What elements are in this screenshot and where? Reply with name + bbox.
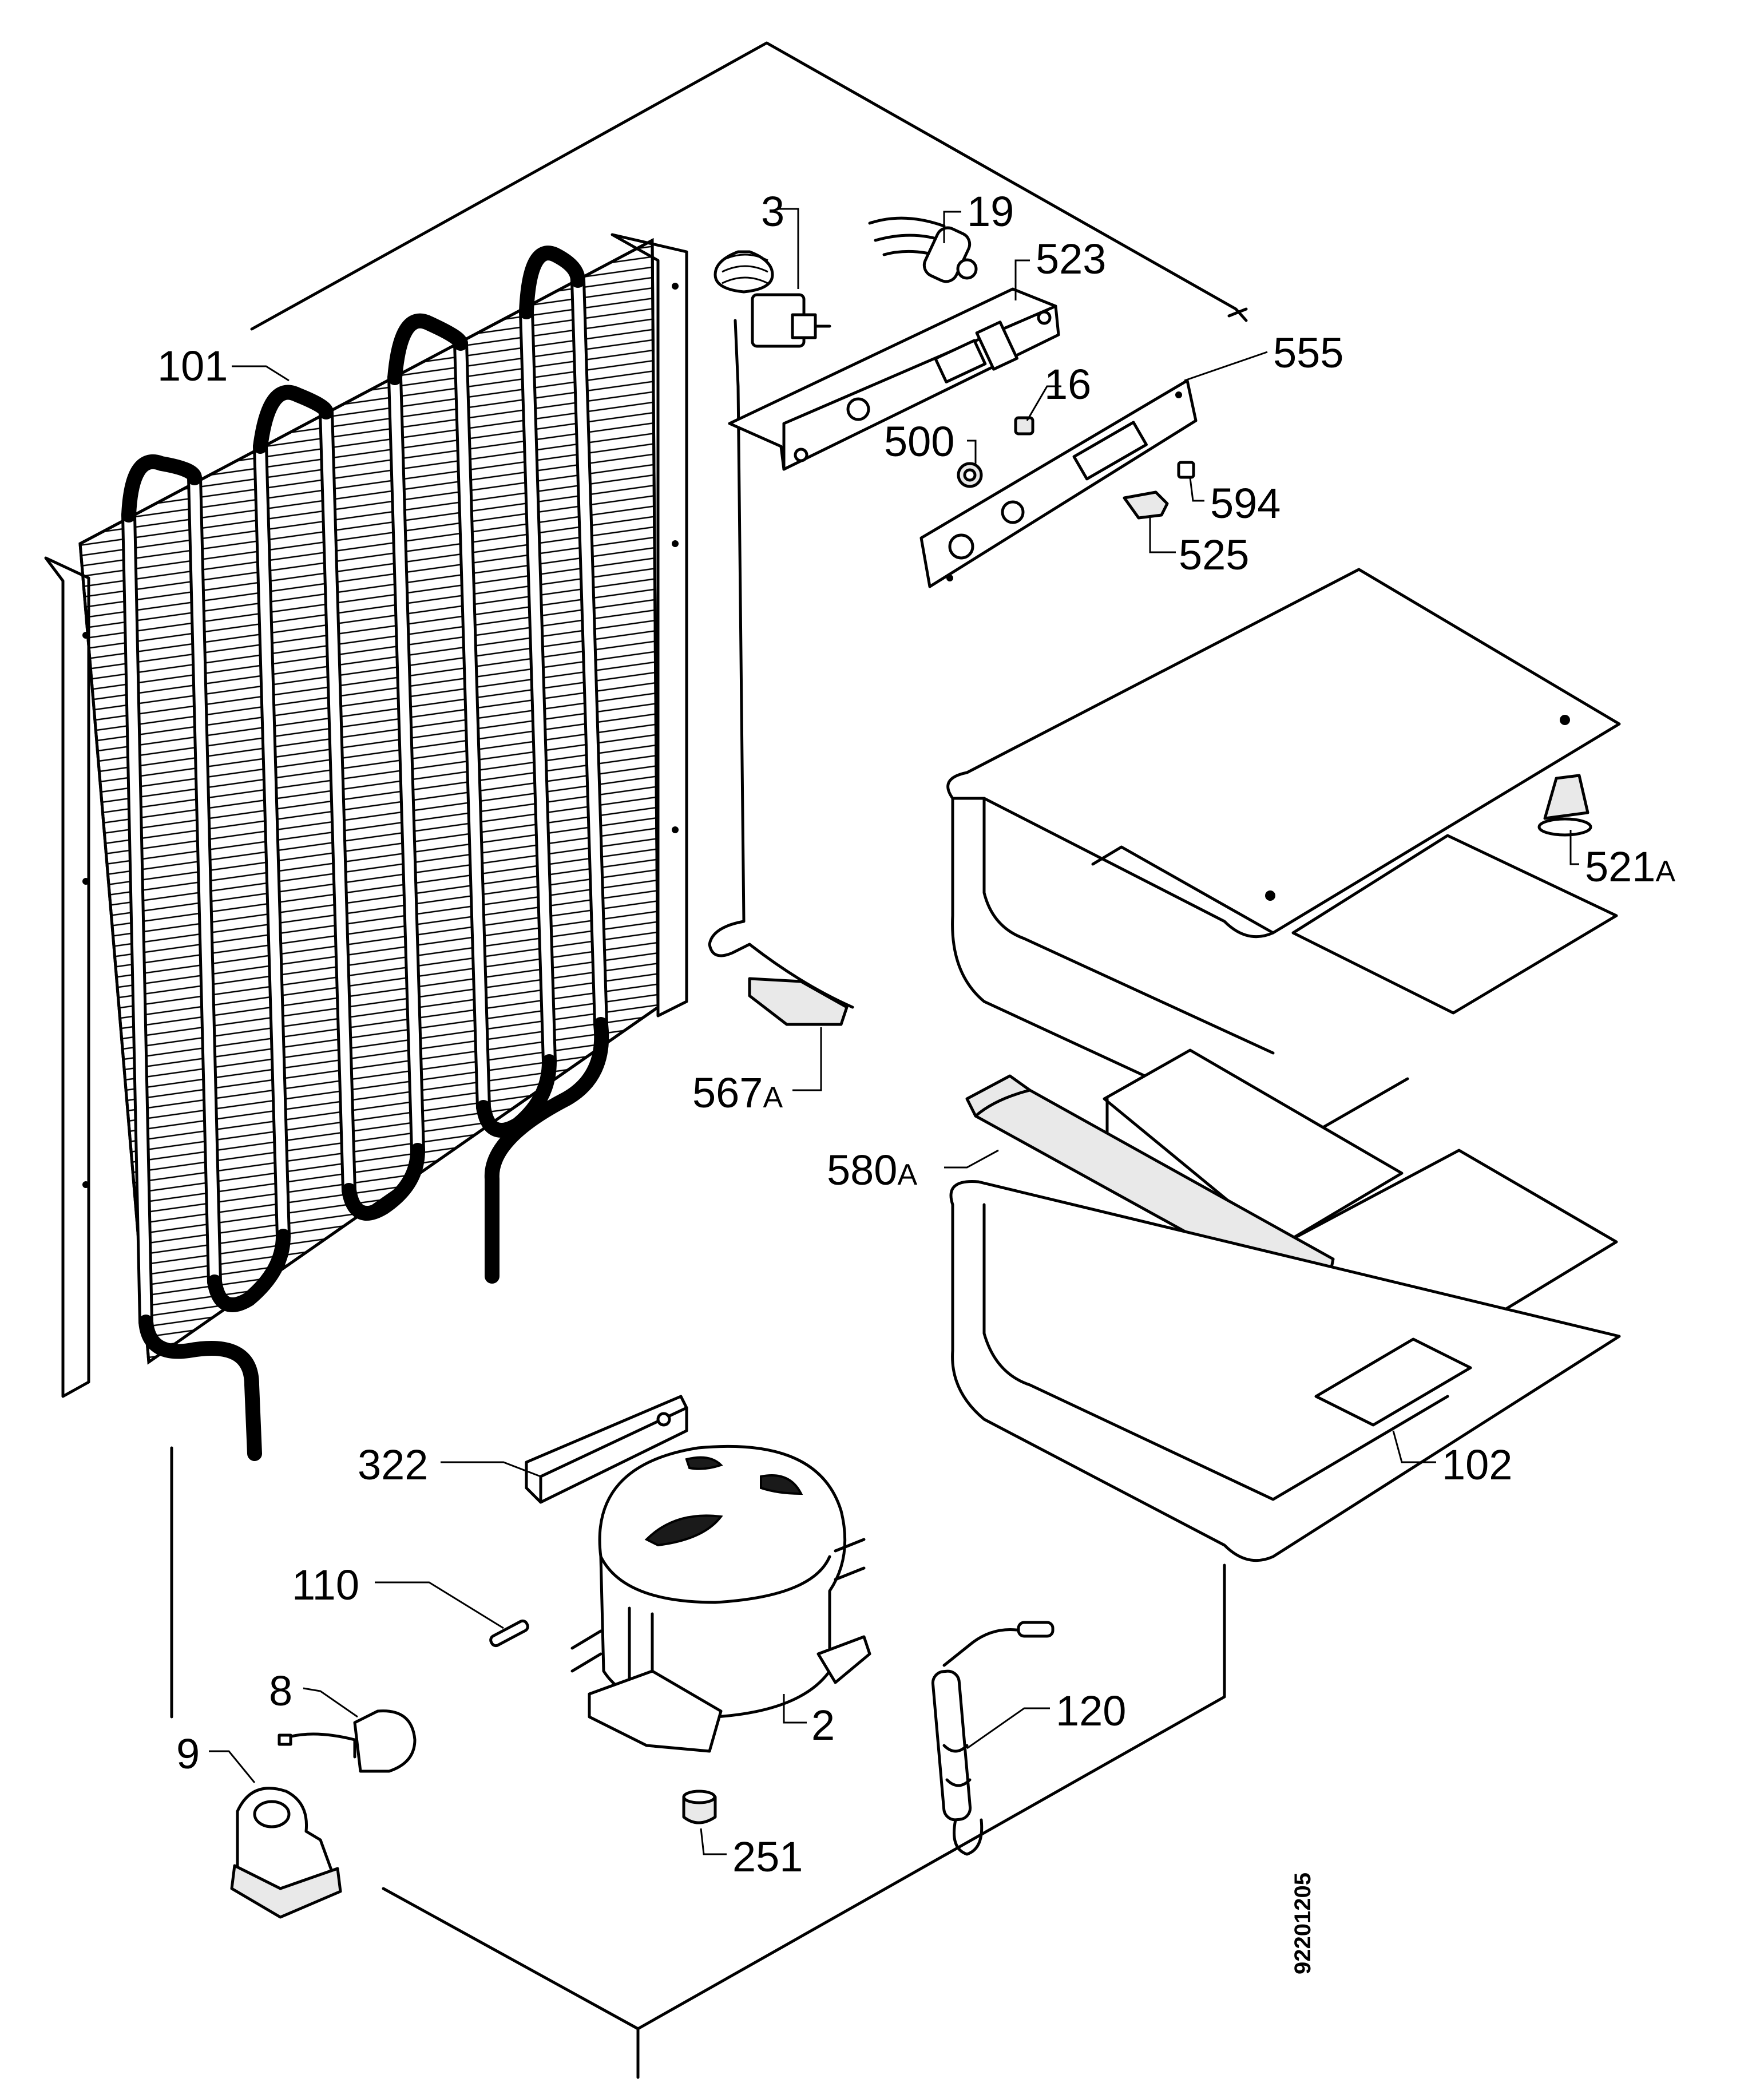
label-500: 500 xyxy=(884,418,954,465)
label-16: 16 xyxy=(1044,361,1091,408)
label-523: 523 xyxy=(1036,235,1106,283)
label-525: 525 xyxy=(1179,531,1249,579)
label-580a: 580A xyxy=(827,1146,917,1194)
label-102: 102 xyxy=(1442,1441,1512,1489)
label-555: 555 xyxy=(1273,329,1343,377)
clamp xyxy=(748,977,849,1026)
plastic-rivet xyxy=(1537,774,1592,837)
part-16-clip xyxy=(1014,416,1034,436)
thermostat-bracket xyxy=(728,287,1060,471)
label-322: 322 xyxy=(358,1441,428,1489)
label-110: 110 xyxy=(292,1561,359,1609)
label-521a-suffix: A xyxy=(1655,855,1675,888)
small-parts xyxy=(957,416,1195,520)
pin xyxy=(489,1619,529,1648)
leader-lines xyxy=(209,208,1579,1855)
label-521a-number: 521 xyxy=(1585,843,1655,890)
label-9: 9 xyxy=(176,1730,200,1778)
label-3: 3 xyxy=(761,188,784,235)
label-567a: 567A xyxy=(692,1069,783,1117)
lamp-holder xyxy=(868,216,978,283)
label-594: 594 xyxy=(1210,480,1281,527)
label-567a-suffix: A xyxy=(763,1081,783,1114)
label-8: 8 xyxy=(269,1667,292,1715)
relay xyxy=(278,1709,417,1773)
part-525-switch xyxy=(1123,490,1169,520)
drawing-code: 92201205 xyxy=(1290,1873,1315,1974)
filter-drier xyxy=(931,1621,1055,1856)
condenser-tubes xyxy=(121,246,609,1461)
label-521a: 521A xyxy=(1585,843,1675,890)
part-labels: 3 19 523 101 555 16 500 594 525 521A 567… xyxy=(157,188,1675,1881)
control-panel xyxy=(919,379,1198,588)
label-2: 2 xyxy=(811,1701,835,1749)
compressor-bracket xyxy=(525,1395,688,1504)
condenser-assembly xyxy=(44,233,688,1461)
part-594-cap xyxy=(1177,461,1195,479)
label-19: 19 xyxy=(967,188,1014,235)
relay-cover xyxy=(230,1787,342,1919)
compressor xyxy=(570,1444,871,1753)
label-580a-suffix: A xyxy=(897,1158,917,1192)
evaporator-assembly xyxy=(946,568,1621,1562)
label-567a-number: 567 xyxy=(692,1069,763,1117)
label-580a-number: 580 xyxy=(827,1146,897,1194)
label-101: 101 xyxy=(157,342,228,390)
thermostat xyxy=(708,250,854,1009)
cabinet-outline xyxy=(170,41,1248,2079)
condenser-mount-holes xyxy=(82,283,679,1188)
label-120: 120 xyxy=(1056,1687,1126,1735)
label-251: 251 xyxy=(732,1833,803,1881)
grommet xyxy=(682,1790,717,1824)
